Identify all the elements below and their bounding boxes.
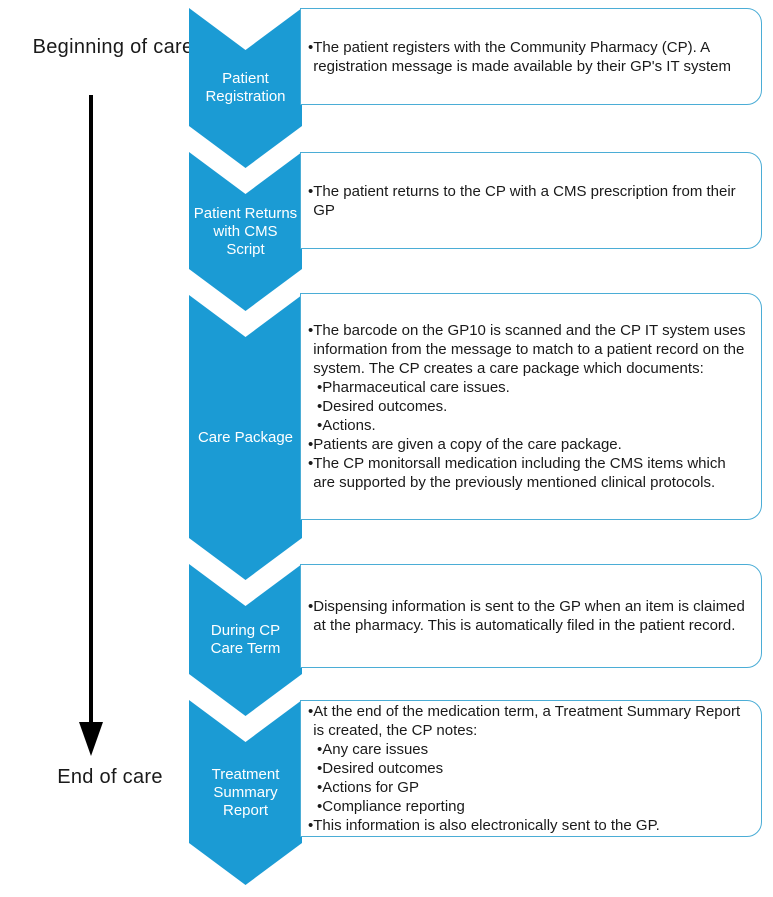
bullet-text: Compliance reporting	[322, 798, 465, 815]
stage-label-patient-registration: Patient Registration	[205, 70, 286, 105]
textbox-during-cp-care-term: •Dispensing information is sent to the G…	[300, 564, 762, 668]
bullet-text: Actions.	[322, 417, 376, 434]
bullet-item: •Desired outcomes	[317, 759, 749, 778]
bullet-item: •The CP monitorsall medication including…	[308, 454, 749, 492]
bullet-item: •Actions.	[317, 416, 749, 435]
chevron-treatment-summary-report: Treatment Summary Report	[189, 700, 302, 885]
textbox-patient-returns: •The patient returns to the CP with a CM…	[300, 152, 762, 249]
bullet-text: Patients are given a copy of the care pa…	[313, 436, 622, 453]
end-of-care-label: End of care	[57, 766, 163, 788]
chevron-down-icon	[189, 152, 302, 311]
bullet-dot-icon: •	[308, 703, 314, 720]
chevron-during-cp-care-term: During CP Care Term	[189, 564, 302, 716]
bullet-item: •Any care issues	[317, 740, 749, 759]
bullet-text: This information is also electronically …	[313, 817, 660, 834]
bullet-text: The patient registers with the Community…	[313, 38, 732, 75]
textbox-care-package: •The barcode on the GP10 is scanned and …	[300, 293, 762, 520]
bullet-text: The barcode on the GP10 is scanned and t…	[313, 322, 746, 377]
care-timeline-arrow-line	[89, 95, 93, 722]
bullet-dot-icon: •	[317, 417, 323, 434]
bullet-dot-icon: •	[308, 436, 314, 453]
stage-label-during-cp-care-term: During CP Care Term	[210, 622, 281, 657]
bullet-dot-icon: •	[317, 741, 323, 758]
stage-label-treatment-summary-report: Treatment Summary Report	[211, 765, 280, 819]
beginning-of-care-label: Beginning of care	[32, 36, 194, 58]
bullet-dot-icon: •	[308, 38, 314, 56]
bullet-item: •Compliance reporting	[317, 797, 749, 816]
bullet-item: •At the end of the medication term, a Tr…	[308, 702, 749, 740]
bullet-dot-icon: •	[317, 798, 323, 815]
bullet-dot-icon: •	[308, 322, 314, 339]
bullet-item: •Actions for GP	[317, 778, 749, 797]
bullet-dot-icon: •	[308, 455, 314, 472]
bullet-dot-icon: •	[317, 398, 323, 415]
textbox-treatment-summary-report: •At the end of the medication term, a Tr…	[300, 700, 762, 837]
chevron-down-icon	[189, 564, 302, 716]
bullet-item: •The barcode on the GP10 is scanned and …	[308, 321, 749, 378]
bullet-dot-icon: •	[317, 779, 323, 796]
bullet-item: •The patient registers with the Communit…	[308, 38, 749, 76]
stage-label-patient-returns: Patient Returns with CMS Script	[193, 204, 298, 258]
bullet-item: •Dispensing information is sent to the G…	[308, 597, 749, 635]
bullet-dot-icon: •	[308, 817, 314, 834]
bullet-item: •This information is also electronically…	[308, 816, 749, 835]
bullet-dot-icon: •	[308, 182, 314, 200]
bullet-item: •The patient returns to the CP with a CM…	[308, 182, 749, 220]
bullet-item: •Desired outcomes.	[317, 397, 749, 416]
bullet-text: Dispensing information is sent to the GP…	[313, 598, 745, 634]
stage-label-care-package: Care Package	[197, 428, 294, 446]
bullet-text: Pharmaceutical care issues.	[322, 379, 510, 396]
bullet-item: •Pharmaceutical care issues.	[317, 378, 749, 397]
bullet-text: Desired outcomes.	[322, 398, 448, 415]
bullet-text: Any care issues	[322, 741, 429, 758]
bullet-text: Desired outcomes	[322, 760, 444, 777]
chevron-care-package: Care Package	[189, 295, 302, 580]
textbox-patient-registration: •The patient registers with the Communit…	[300, 8, 762, 105]
chevron-down-icon	[189, 295, 302, 580]
chevron-patient-returns: Patient Returns with CMS Script	[189, 152, 302, 311]
bullet-dot-icon: •	[308, 598, 314, 615]
bullet-text: At the end of the medication term, a Tre…	[313, 703, 741, 739]
bullet-text: The CP monitorsall medication including …	[313, 455, 726, 491]
chevron-down-icon	[189, 8, 302, 168]
bullet-dot-icon: •	[317, 760, 323, 777]
bullet-item: •Patients are given a copy of the care p…	[308, 435, 749, 454]
chevron-down-icon	[189, 700, 302, 885]
bullet-text: The patient returns to the CP with a CMS…	[313, 182, 736, 219]
care-timeline-arrowhead-icon	[79, 722, 103, 756]
bullet-text: Actions for GP	[322, 779, 419, 796]
bullet-dot-icon: •	[317, 379, 323, 396]
chevron-patient-registration: Patient Registration	[189, 8, 302, 168]
